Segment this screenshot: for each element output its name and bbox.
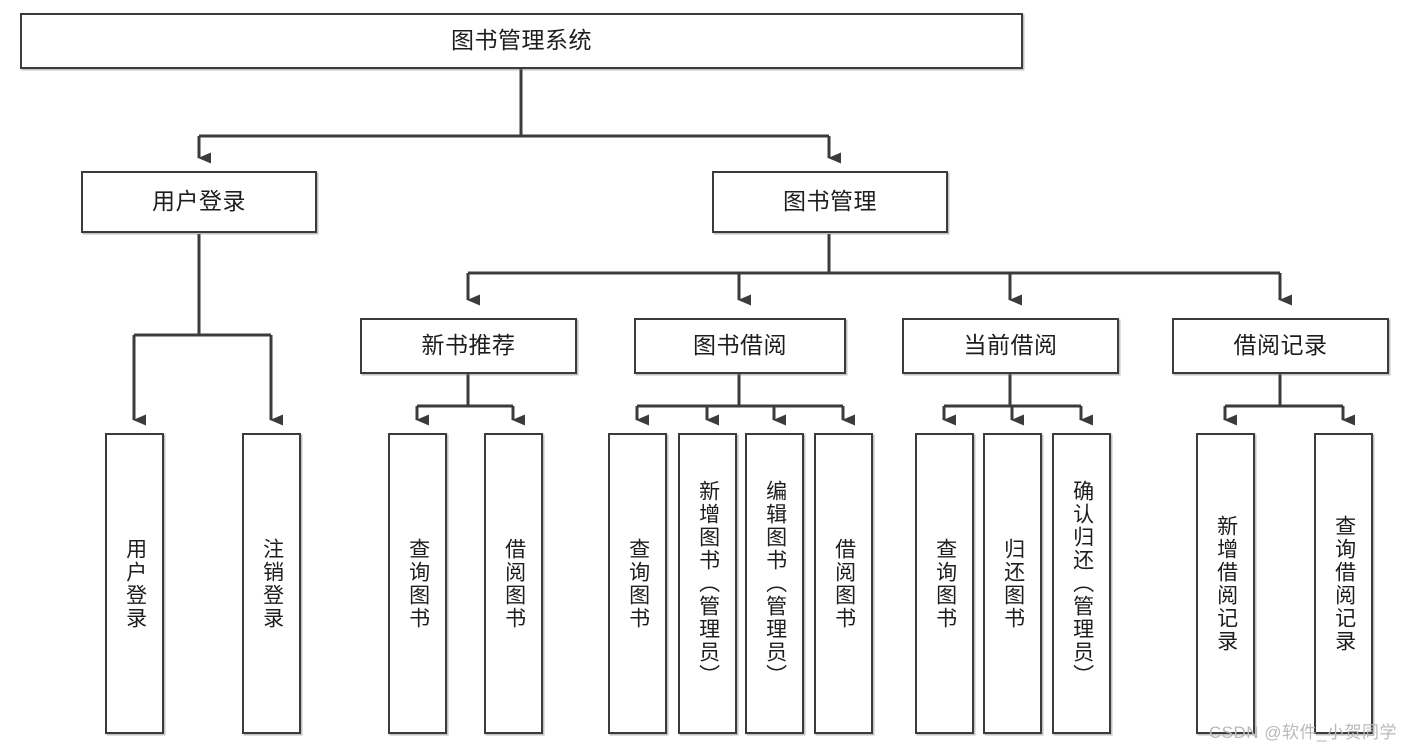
node-user-login[interactable]: 用户登录	[81, 171, 317, 233]
leaf-query-book-borrow[interactable]: 查询图书	[608, 433, 667, 734]
leaf-borrow-book-label: 借阅图书	[832, 537, 856, 630]
leaf-return-book-label: 归还图书	[1001, 537, 1025, 630]
node-book-management-label: 图书管理	[783, 188, 877, 215]
leaf-query-book-current-label: 查询图书	[933, 537, 957, 630]
leaf-query-book-recommend[interactable]: 查询图书	[388, 433, 447, 734]
leaf-confirm-return-label: 确认归还（管理员）	[1070, 480, 1094, 687]
leaf-add-borrow-record-label: 新增借阅记录	[1214, 514, 1238, 653]
node-borrow-record-label: 借阅记录	[1233, 332, 1328, 359]
leaf-logout-label: 注销登录	[260, 537, 284, 630]
leaf-edit-book[interactable]: 编辑图书（管理员）	[745, 433, 804, 734]
node-current-borrow-label: 当前借阅	[963, 332, 1058, 359]
leaf-borrow-book[interactable]: 借阅图书	[814, 433, 873, 734]
leaf-return-book[interactable]: 归还图书	[983, 433, 1042, 734]
leaf-query-book-current[interactable]: 查询图书	[915, 433, 974, 734]
leaf-query-borrow-record[interactable]: 查询借阅记录	[1314, 433, 1373, 734]
leaf-query-borrow-record-label: 查询借阅记录	[1332, 514, 1356, 653]
leaf-user-login[interactable]: 用户登录	[105, 433, 164, 734]
leaf-edit-book-label: 编辑图书（管理员）	[763, 480, 787, 687]
node-root[interactable]: 图书管理系统	[20, 13, 1023, 69]
leaf-logout[interactable]: 注销登录	[242, 433, 301, 734]
leaf-borrow-book-recommend-label: 借阅图书	[502, 537, 526, 630]
leaf-confirm-return[interactable]: 确认归还（管理员）	[1052, 433, 1111, 734]
node-book-borrow[interactable]: 图书借阅	[634, 318, 846, 374]
node-book-borrow-label: 图书借阅	[693, 332, 787, 359]
node-current-borrow[interactable]: 当前借阅	[902, 318, 1119, 374]
node-new-book-recommend[interactable]: 新书推荐	[360, 318, 577, 374]
leaf-add-borrow-record[interactable]: 新增借阅记录	[1196, 433, 1255, 734]
node-new-book-recommend-label: 新书推荐	[421, 332, 516, 359]
node-root-label: 图书管理系统	[451, 27, 592, 54]
node-book-management[interactable]: 图书管理	[712, 171, 948, 233]
node-borrow-record[interactable]: 借阅记录	[1172, 318, 1389, 374]
leaf-add-book-label: 新增图书（管理员）	[696, 480, 720, 687]
leaf-add-book[interactable]: 新增图书（管理员）	[678, 433, 737, 734]
node-user-login-label: 用户登录	[152, 188, 246, 215]
leaf-borrow-book-recommend[interactable]: 借阅图书	[484, 433, 543, 734]
csdn-watermark: CSDN @软件_小贺同学	[1208, 723, 1397, 742]
leaf-query-book-recommend-label: 查询图书	[406, 537, 430, 630]
leaf-user-login-label: 用户登录	[123, 537, 147, 630]
leaf-query-book-borrow-label: 查询图书	[626, 537, 650, 630]
